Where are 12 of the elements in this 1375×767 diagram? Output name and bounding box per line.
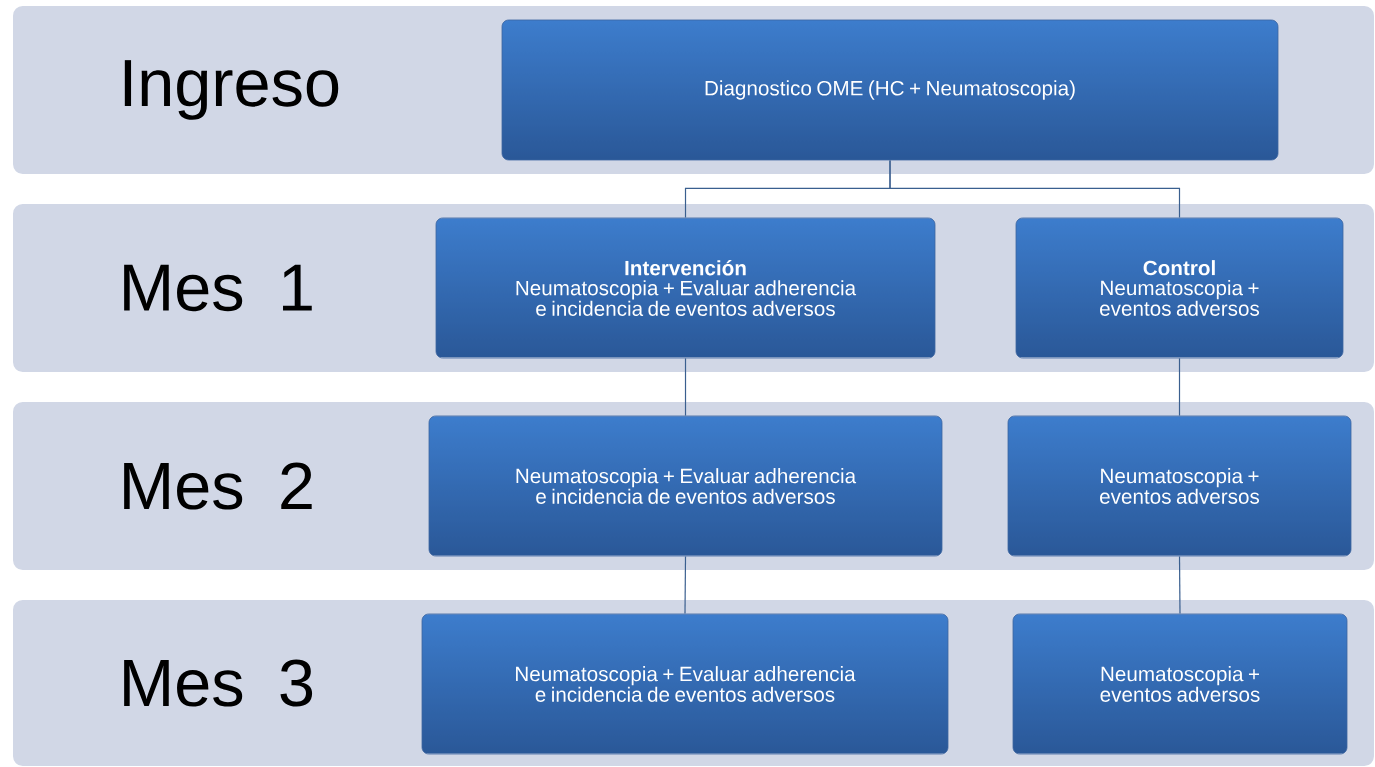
process-box: Diagnostico OME (HC + Neumatoscopia) bbox=[501, 19, 1279, 161]
connector-line bbox=[1178, 357, 1181, 417]
process-box: Control Neumatoscopia + eventos adversos bbox=[1015, 217, 1344, 359]
process-box: Neumatoscopia + eventos adversos bbox=[1012, 613, 1348, 755]
process-box: Neumatoscopia + Evaluar adherencia e incidencia de eventos adversos bbox=[428, 415, 943, 557]
connector-line bbox=[684, 555, 687, 615]
process-box: Intervención Neumatoscopia + Evaluar adherencia e incidencia de eventos adversos bbox=[435, 217, 936, 359]
connector-line bbox=[684, 357, 687, 417]
connector-line bbox=[889, 159, 1181, 219]
connector-line bbox=[1178, 555, 1181, 615]
process-box: Neumatoscopia + eventos adversos bbox=[1007, 415, 1352, 557]
process-box: Neumatoscopia + Evaluar adherencia e incidencia de eventos adversos bbox=[421, 613, 949, 755]
